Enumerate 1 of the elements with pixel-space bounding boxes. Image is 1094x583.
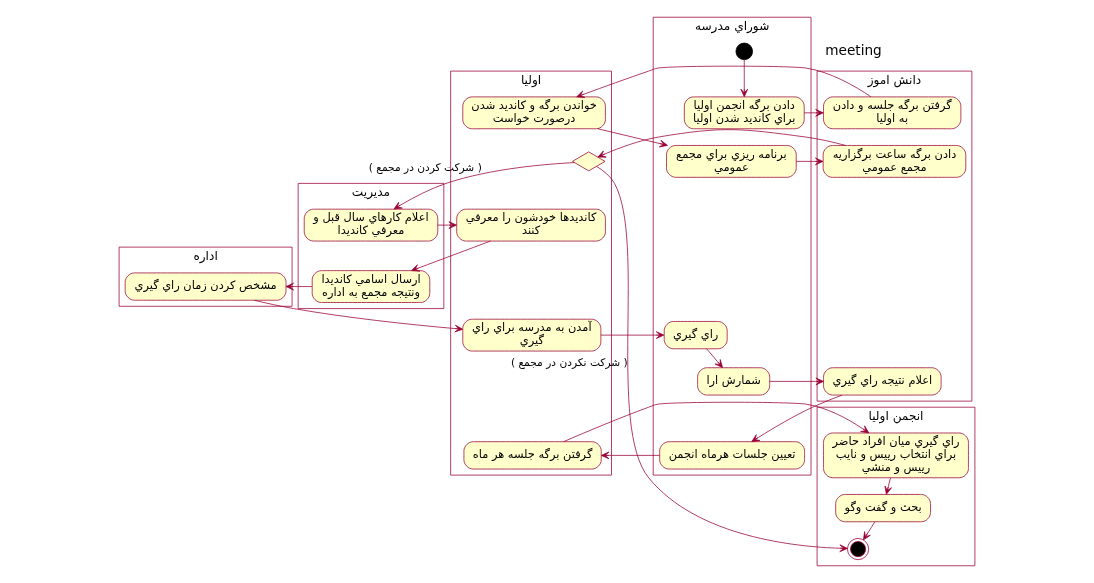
label: meeting [825,41,882,58]
